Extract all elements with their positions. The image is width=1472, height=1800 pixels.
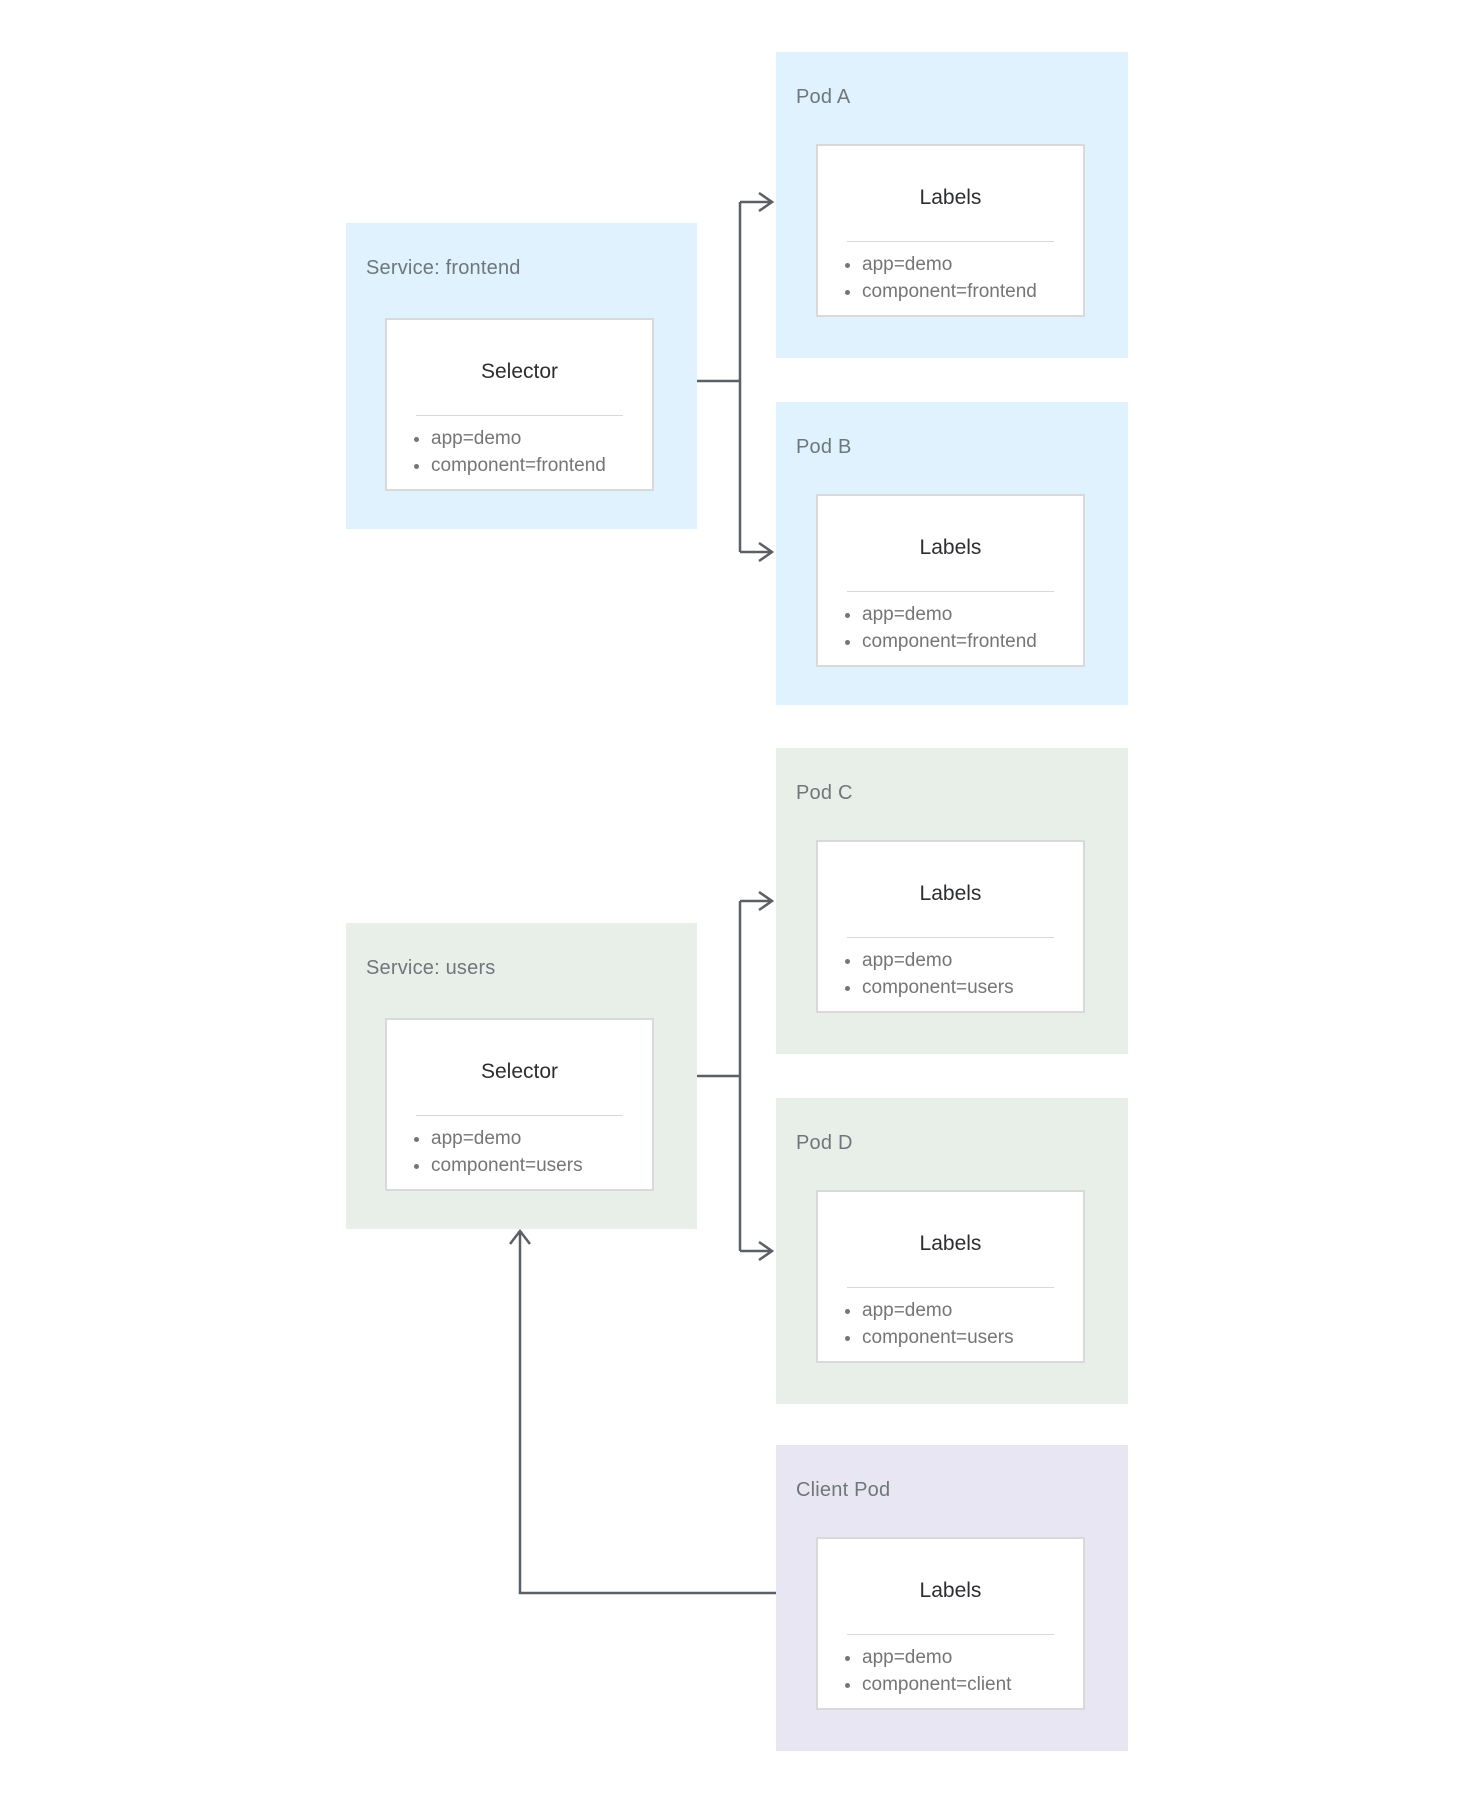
selector-label-item: component=frontend	[431, 452, 652, 479]
service-users-box: Service: users Selector app=demo compone…	[346, 923, 697, 1229]
client-pod-labels-card: Labels app=demo component=client	[816, 1537, 1085, 1710]
pod-label-item: app=demo	[862, 1297, 1083, 1324]
pod-c-labels-card: Labels app=demo component=users	[816, 840, 1085, 1013]
pod-d-labels-card: Labels app=demo component=users	[816, 1190, 1085, 1363]
pod-label-item: component=frontend	[862, 278, 1083, 305]
labels-heading: Labels	[919, 882, 982, 905]
service-users-selector-card: Selector app=demo component=users	[385, 1018, 654, 1191]
selector-label-item: component=users	[431, 1152, 652, 1179]
pod-label-list: app=demo component=frontend	[818, 251, 1083, 305]
selector-label-list: app=demo component=users	[387, 1125, 652, 1179]
client-pod-title: Client Pod	[796, 1479, 891, 1501]
pod-b-labels-card: Labels app=demo component=frontend	[816, 494, 1085, 667]
pod-c-title: Pod C	[796, 782, 853, 804]
arrow-users-to-pod-c	[740, 890, 775, 912]
service-frontend-title: Service: frontend	[366, 257, 521, 279]
service-users-title: Service: users	[366, 957, 496, 979]
pod-label-item: component=users	[862, 974, 1083, 1001]
selector-label-list: app=demo component=frontend	[387, 425, 652, 479]
pod-label-list: app=demo component=frontend	[818, 601, 1083, 655]
divider	[847, 1287, 1054, 1288]
pod-label-item: component=client	[862, 1671, 1083, 1698]
client-pod-box: Client Pod Labels app=demo component=cli…	[776, 1445, 1128, 1751]
pod-c-box: Pod C Labels app=demo component=users	[776, 748, 1128, 1054]
arrow-client-to-service-users	[509, 1228, 776, 1595]
pod-label-item: component=users	[862, 1324, 1083, 1351]
pod-label-item: app=demo	[862, 947, 1083, 974]
labels-heading: Labels	[919, 1579, 982, 1602]
divider	[847, 591, 1054, 592]
pod-label-item: app=demo	[862, 1644, 1083, 1671]
pod-label-list: app=demo component=users	[818, 947, 1083, 1001]
service-frontend-box: Service: frontend Selector app=demo comp…	[346, 223, 697, 529]
divider	[416, 415, 623, 416]
pod-d-box: Pod D Labels app=demo component=users	[776, 1098, 1128, 1404]
service-frontend-selector-card: Selector app=demo component=frontend	[385, 318, 654, 491]
divider	[847, 241, 1054, 242]
arrow-frontend-to-pod-a	[740, 191, 775, 213]
divider	[847, 1634, 1054, 1635]
labels-heading: Labels	[919, 536, 982, 559]
selector-label-item: app=demo	[431, 425, 652, 452]
selector-label-item: app=demo	[431, 1125, 652, 1152]
labels-heading: Labels	[919, 186, 982, 209]
pod-label-item: component=frontend	[862, 628, 1083, 655]
arrow-users-to-pod-d	[740, 1240, 775, 1262]
pod-b-box: Pod B Labels app=demo component=frontend	[776, 402, 1128, 705]
pod-label-list: app=demo component=client	[818, 1644, 1083, 1698]
pod-a-labels-card: Labels app=demo component=frontend	[816, 144, 1085, 317]
pod-label-list: app=demo component=users	[818, 1297, 1083, 1351]
pod-label-item: app=demo	[862, 251, 1083, 278]
pod-label-item: app=demo	[862, 601, 1083, 628]
selector-heading: Selector	[480, 1060, 559, 1083]
pod-a-title: Pod A	[796, 86, 851, 108]
pod-a-box: Pod A Labels app=demo component=frontend	[776, 52, 1128, 358]
arrow-frontend-to-pod-b	[740, 541, 775, 563]
divider	[416, 1115, 623, 1116]
selector-heading: Selector	[480, 360, 559, 383]
labels-heading: Labels	[919, 1232, 982, 1255]
pod-d-title: Pod D	[796, 1132, 853, 1154]
divider	[847, 937, 1054, 938]
pod-b-title: Pod B	[796, 436, 852, 458]
